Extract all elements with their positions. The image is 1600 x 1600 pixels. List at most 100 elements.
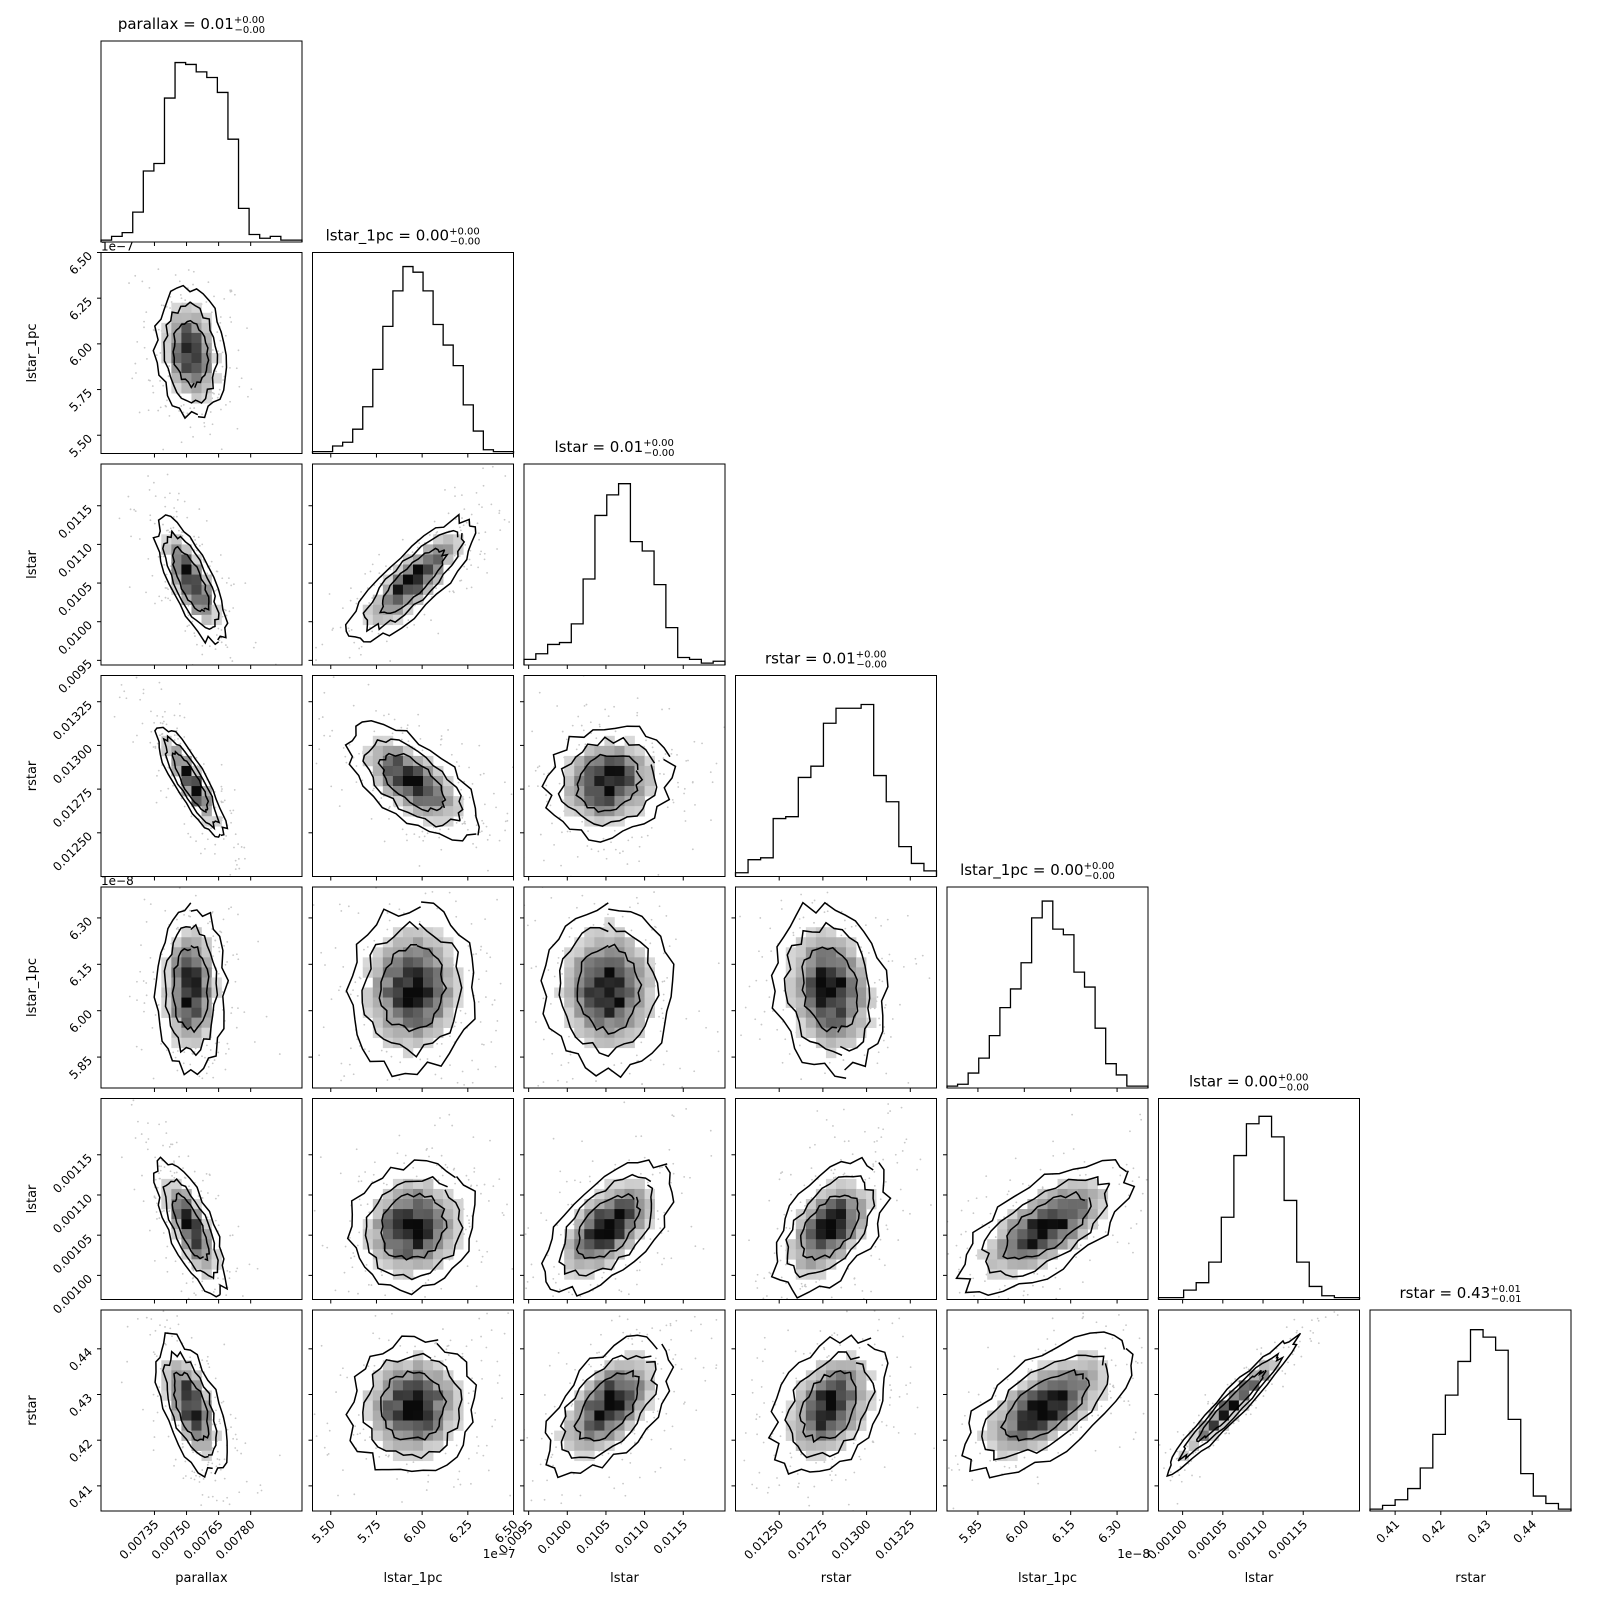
density-cell (191, 1037, 202, 1049)
sample-point (120, 683, 123, 686)
sample-point (467, 945, 470, 947)
sample-point (649, 1059, 652, 1062)
density-cell (795, 1219, 807, 1230)
sample-point (878, 978, 881, 981)
density-cell (795, 987, 807, 998)
sample-point (370, 817, 373, 820)
density-cell (815, 1017, 827, 1028)
sample-point (166, 399, 168, 402)
density-cell (191, 997, 202, 1008)
density-cell (362, 604, 374, 616)
density-cell (594, 1229, 605, 1240)
sample-point (461, 517, 463, 519)
sample-point (780, 1276, 783, 1279)
sample-point (427, 1279, 430, 1281)
density-cell (574, 806, 585, 817)
sample-point (165, 1221, 168, 1223)
sample-point (162, 448, 165, 451)
sample-point (204, 1056, 206, 1059)
sample-point (201, 413, 203, 416)
sample-point (374, 1333, 376, 1335)
sample-point (214, 1042, 217, 1045)
sample-point (211, 391, 214, 394)
sample-point (173, 739, 176, 741)
sample-point (237, 1007, 239, 1010)
sample-point (159, 1169, 162, 1172)
density-4-0 (128, 887, 281, 1080)
sample-point (494, 1418, 497, 1421)
sample-point (147, 1122, 149, 1125)
sample-point (915, 962, 918, 965)
sample-point (478, 538, 480, 541)
density-cell (161, 977, 172, 988)
sample-point (411, 551, 414, 554)
density-cell (634, 806, 645, 817)
sample-point (694, 803, 696, 806)
sample-point (739, 915, 741, 918)
sample-point (220, 881, 222, 883)
sample-point (323, 691, 326, 694)
sample-point (250, 388, 253, 391)
sample-point (199, 1451, 202, 1454)
sample-point (218, 388, 221, 391)
density-cell (362, 1229, 374, 1240)
sample-point (385, 1183, 388, 1186)
sample-point (339, 857, 341, 859)
sample-point (930, 1204, 932, 1206)
sample-point (126, 1325, 129, 1328)
density-cell (433, 997, 444, 1008)
title-0: parallax = 0.01+0.00−0.00 (118, 15, 265, 36)
sample-point (840, 885, 842, 887)
sample-point (281, 654, 283, 656)
sample-point (363, 1048, 366, 1050)
sample-point (151, 385, 154, 387)
sample-point (211, 1462, 214, 1465)
density-cell (372, 987, 384, 998)
density-cell (866, 1017, 877, 1028)
sample-point (803, 1184, 806, 1187)
sample-point (1033, 1272, 1036, 1275)
density-cell (382, 765, 394, 777)
sample-point (624, 1264, 627, 1266)
sample-point (571, 1293, 574, 1296)
sample-point (143, 1002, 146, 1004)
sample-point (430, 619, 432, 622)
sample-point (942, 1207, 944, 1209)
sample-point (818, 1308, 820, 1310)
sample-point (877, 1126, 880, 1129)
sample-point (367, 1365, 370, 1368)
density-cell (836, 1178, 847, 1190)
density-cell (836, 967, 847, 978)
density-cell (191, 1420, 202, 1431)
density-cell (402, 947, 414, 958)
density-cell (1067, 1219, 1078, 1230)
sample-point (179, 294, 182, 296)
density-cell (574, 786, 585, 797)
density-cell (634, 1027, 645, 1039)
density-cell (423, 1027, 434, 1039)
sample-point (902, 965, 905, 968)
density-cell (594, 1209, 605, 1220)
sample-point (460, 494, 463, 497)
density-cell (815, 967, 827, 978)
density-cell (634, 755, 645, 767)
sample-point (495, 1029, 497, 1032)
sample-point (796, 1301, 798, 1303)
sample-point (418, 542, 421, 545)
panel-0-0: parallax = 0.01+0.00−0.00 (100, 15, 303, 246)
sample-point (356, 1038, 359, 1041)
sample-point (788, 885, 790, 887)
density-cell (433, 1209, 444, 1220)
sample-point (450, 872, 452, 874)
sample-point (385, 1454, 387, 1457)
density-cell (614, 765, 625, 777)
density-cell (584, 987, 595, 998)
sample-point (193, 1471, 196, 1474)
sample-point (195, 756, 198, 759)
density-cell (614, 1178, 625, 1190)
sample-point (662, 1017, 664, 1020)
sample-point (388, 805, 391, 808)
density-cell (997, 1239, 1008, 1250)
sample-point (191, 1470, 194, 1473)
sample-point (321, 1244, 324, 1247)
